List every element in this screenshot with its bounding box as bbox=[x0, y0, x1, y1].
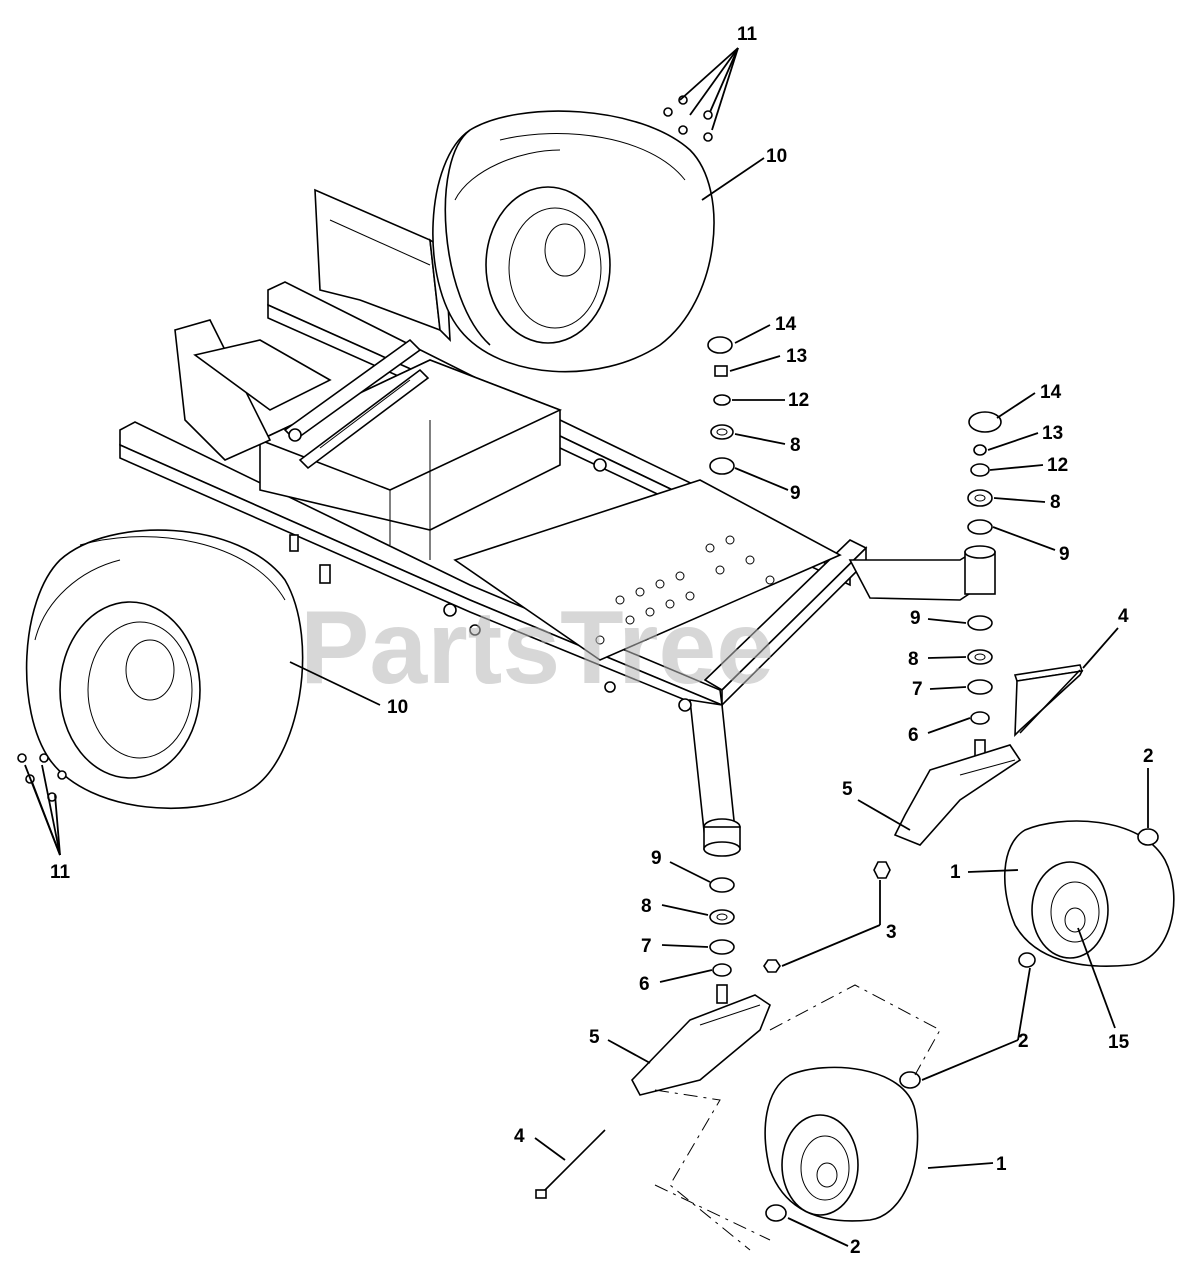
front-wheel-right bbox=[1003, 820, 1175, 968]
axle-bolts bbox=[535, 664, 1084, 1199]
lug-nuts-lower bbox=[17, 753, 67, 802]
callout-13: 13 bbox=[1042, 423, 1063, 444]
callout-2: 2 bbox=[1143, 746, 1154, 767]
nut bbox=[873, 861, 891, 879]
callout-9: 9 bbox=[651, 848, 662, 869]
callout-10: 10 bbox=[766, 146, 787, 167]
callout-8: 8 bbox=[1050, 492, 1061, 513]
caster-fork-left bbox=[631, 994, 771, 1096]
leader-lines bbox=[24, 47, 1149, 1247]
callout-12: 12 bbox=[788, 390, 809, 411]
callout-7: 7 bbox=[641, 936, 652, 957]
lug-nuts-upper bbox=[663, 95, 713, 142]
callout-8: 8 bbox=[790, 435, 801, 456]
caster-stack-left bbox=[709, 877, 735, 1004]
floor-pan-holes bbox=[595, 535, 775, 645]
callout-12: 12 bbox=[1047, 455, 1068, 476]
mower-frame bbox=[119, 188, 991, 857]
callout-4: 4 bbox=[514, 1126, 525, 1147]
callout-13: 13 bbox=[786, 346, 807, 367]
callout-6: 6 bbox=[908, 725, 919, 746]
callout-6: 6 bbox=[639, 974, 650, 995]
callout-labels: 11 10 14 13 12 8 9 14 13 12 8 9 9 8 7 6 … bbox=[50, 24, 1154, 1258]
callout-11: 11 bbox=[737, 24, 758, 45]
callout-14: 14 bbox=[775, 314, 797, 335]
callout-14: 14 bbox=[1040, 382, 1062, 403]
callout-11: 11 bbox=[50, 862, 71, 883]
callout-4: 4 bbox=[1118, 606, 1129, 627]
callout-3: 3 bbox=[886, 922, 897, 943]
caster-stack-right bbox=[964, 411, 1002, 761]
callout-7: 7 bbox=[912, 679, 923, 700]
callout-2: 2 bbox=[850, 1237, 861, 1258]
callout-8: 8 bbox=[641, 896, 652, 917]
callout-10: 10 bbox=[387, 697, 408, 718]
callout-1: 1 bbox=[996, 1154, 1007, 1175]
watermark: PartsTree bbox=[300, 590, 774, 706]
rear-tire-upper bbox=[432, 110, 715, 373]
callout-5: 5 bbox=[589, 1027, 600, 1048]
callout-8: 8 bbox=[908, 649, 919, 670]
callout-1: 1 bbox=[950, 862, 961, 883]
centerlines bbox=[654, 984, 941, 1251]
callout-9: 9 bbox=[1059, 544, 1070, 565]
callout-5: 5 bbox=[842, 779, 853, 800]
rear-tire-lower bbox=[25, 529, 304, 809]
callout-9: 9 bbox=[910, 608, 921, 629]
callout-2: 2 bbox=[1018, 1031, 1029, 1052]
front-wheel-left bbox=[764, 952, 1036, 1222]
caster-fork-right bbox=[893, 744, 1022, 846]
spindle-stack-upper bbox=[707, 336, 735, 475]
callout-9: 9 bbox=[790, 483, 801, 504]
callout-15: 15 bbox=[1108, 1032, 1130, 1053]
